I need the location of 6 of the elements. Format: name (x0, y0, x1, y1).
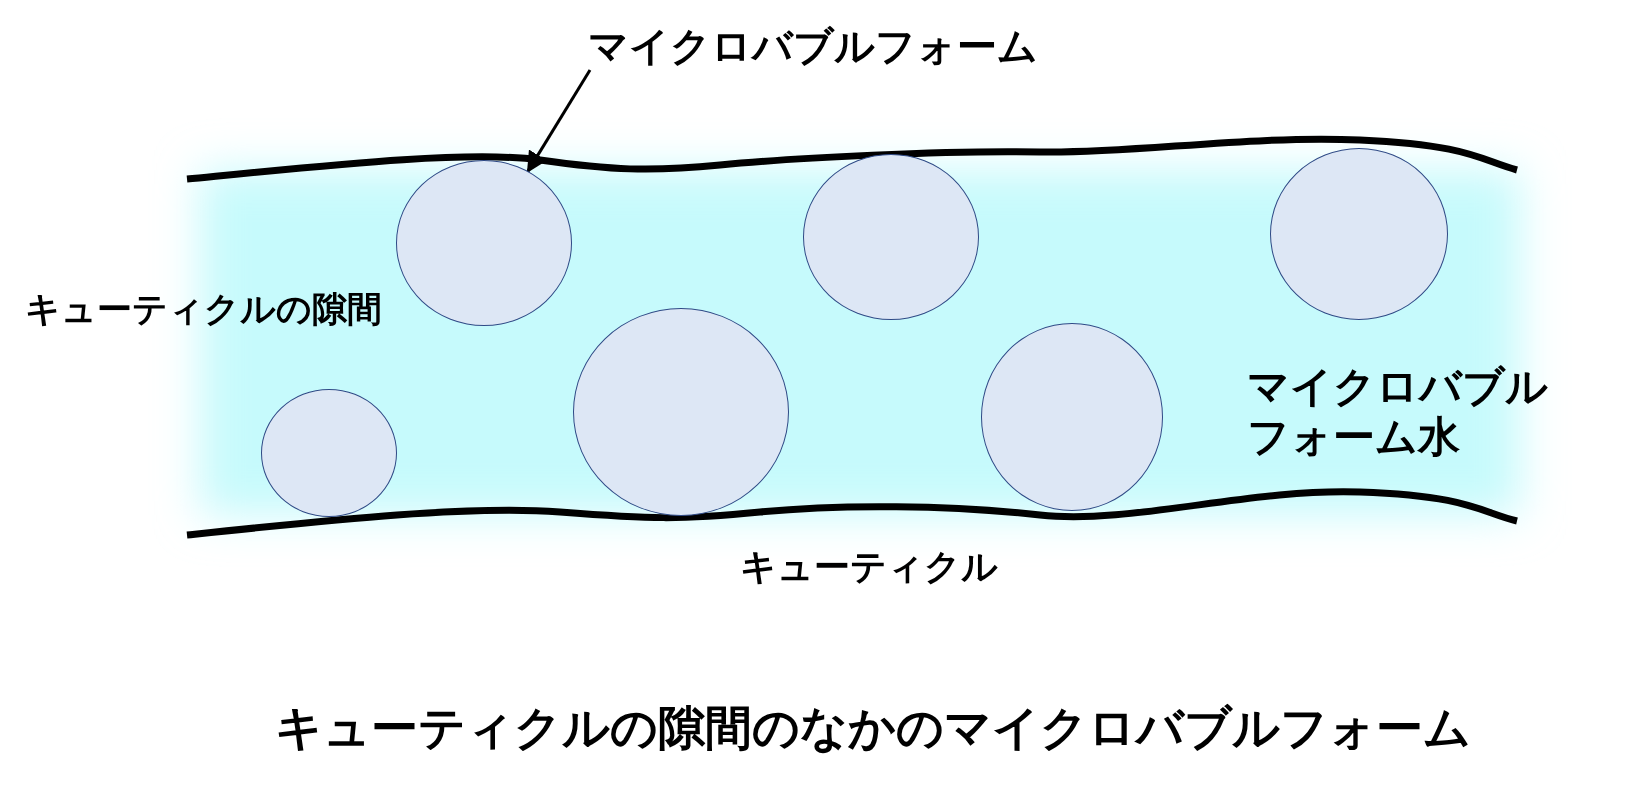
leader-line (526, 69, 592, 173)
caption: キューティクルの隙間のなかのマイクロバブルフォーム (274, 700, 1472, 757)
cuticle-label: キューティクル (740, 545, 999, 589)
water-label: マイクロバブルフォーム水 (1247, 362, 1549, 463)
gap-label: キューティクルの隙間 (25, 288, 383, 330)
callout-label: マイクロバブルフォーム (588, 22, 1038, 70)
